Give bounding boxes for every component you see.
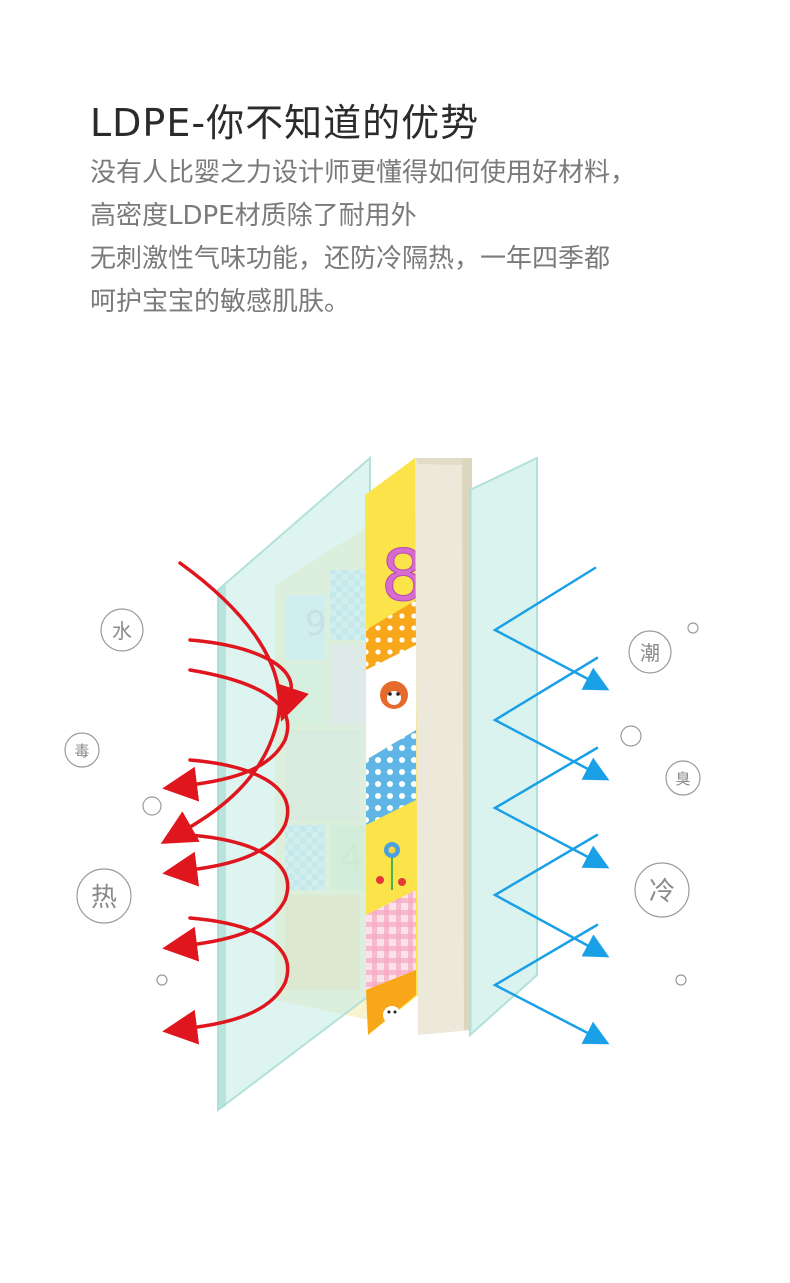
description-line: 高密度LDPE材质除了耐用外 — [90, 201, 417, 231]
bubble-dot — [142, 796, 162, 816]
red-arrow — [162, 758, 290, 887]
right-labels: 潮 臭 冷 — [620, 622, 701, 986]
label-toxin: 毒 — [74, 742, 89, 760]
blue-arrow — [492, 566, 610, 691]
page-title: LDPE-你不知道的优势 — [90, 101, 480, 145]
right-glass-panel — [469, 456, 538, 1038]
bubble-dot — [620, 725, 642, 747]
left-glass-panel — [217, 455, 371, 1113]
blue-arrow — [492, 923, 610, 1045]
outgoing-arrows — [160, 561, 309, 1045]
label-cold: 冷 — [649, 877, 675, 907]
bubble-dot — [687, 622, 699, 634]
left-labels: 水 毒 热 — [64, 608, 168, 986]
label-damp: 潮 — [640, 641, 660, 665]
foam-core-layer — [415, 458, 472, 1035]
red-arrow — [162, 833, 290, 962]
blue-arrow — [492, 833, 610, 958]
description-line: 呵护宝宝的敏感肌肤。 — [90, 287, 351, 317]
incoming-arrows — [492, 566, 610, 1045]
description-line: 没有人比婴之力设计师更懂得如何使用好材料， — [90, 158, 637, 188]
label-odor: 臭 — [675, 770, 690, 788]
red-arrow — [188, 638, 309, 722]
bubble-dot — [156, 974, 168, 986]
red-arrow — [162, 668, 290, 802]
ldpe-layer-diagram: 9 4 8 — [0, 430, 790, 1130]
red-arrow — [162, 916, 290, 1045]
blue-arrow — [492, 746, 610, 869]
description-paragraph: 没有人比婴之力设计师更懂得如何使用好材料， 高密度LDPE材质除了耐用外 无刺激… — [90, 152, 750, 324]
bubble-dot — [675, 974, 687, 986]
description-line: 无刺激性气味功能，还防冷隔热，一年四季都 — [90, 244, 611, 274]
diagram-canvas: 9 4 8 — [64, 455, 701, 1113]
blue-arrow — [492, 656, 610, 781]
red-arrow — [160, 561, 282, 844]
label-water: 水 — [112, 619, 132, 643]
label-heat: 热 — [91, 883, 117, 913]
